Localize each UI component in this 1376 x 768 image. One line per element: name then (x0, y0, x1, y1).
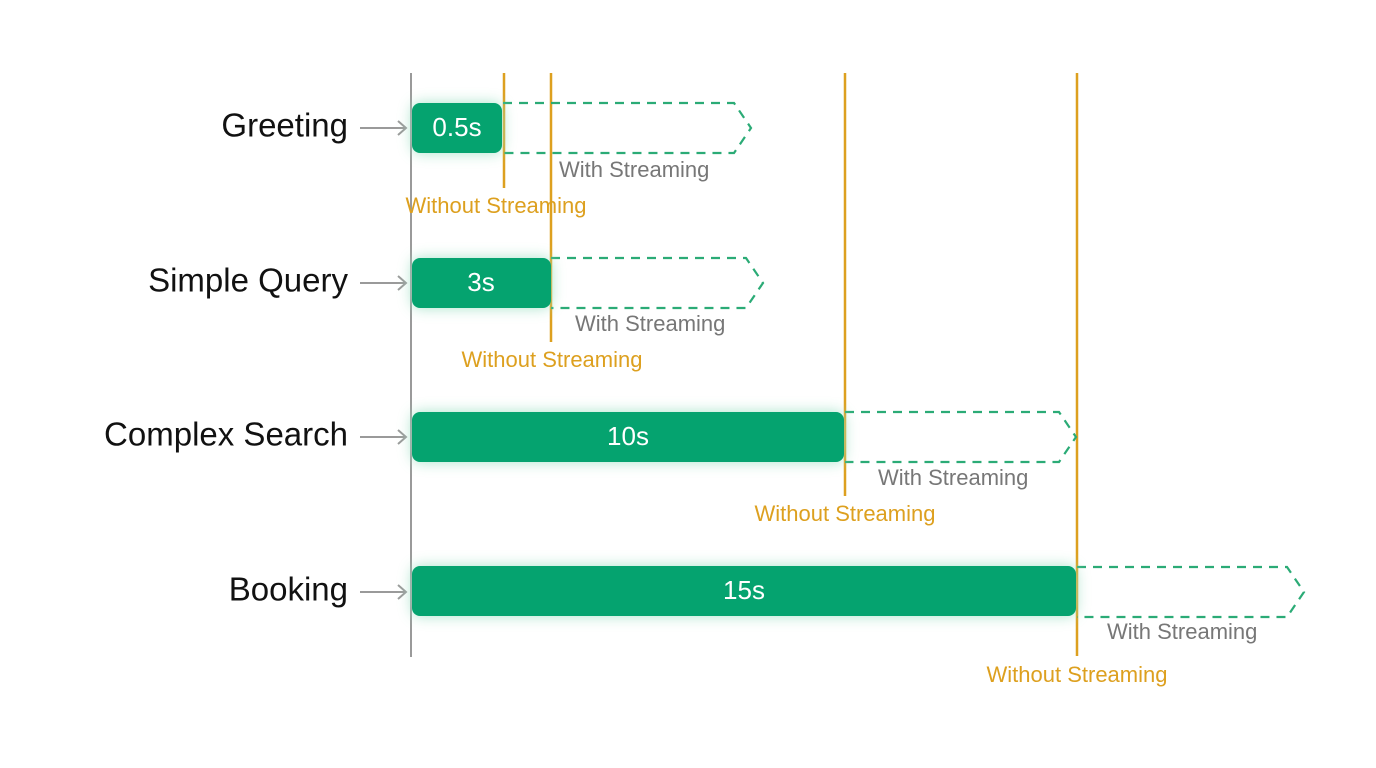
duration-bar (412, 566, 1076, 616)
without-streaming-label: Without Streaming (987, 662, 1168, 687)
row-simple-query: Simple Query 3s With Streaming Without S… (148, 256, 765, 372)
with-streaming-label: With Streaming (575, 311, 725, 336)
arrow-icon (360, 584, 408, 600)
bar-value: 0.5s (432, 112, 481, 142)
with-streaming-label: With Streaming (1107, 619, 1257, 644)
bar-value: 3s (467, 267, 494, 297)
row-label: Simple Query (148, 262, 348, 299)
bar-value: 15s (723, 575, 765, 605)
duration-bar (412, 103, 502, 153)
without-streaming-label: Without Streaming (406, 193, 587, 218)
marker-lines (502, 73, 1079, 656)
arrow-icon (360, 275, 408, 291)
row-greeting: Greeting 0.5s With Streaming Without Str… (221, 101, 753, 218)
row-label: Greeting (221, 107, 348, 144)
with-streaming-label: With Streaming (878, 465, 1028, 490)
arrow-icon (360, 120, 408, 136)
streaming-dashed-outline (551, 256, 765, 310)
arrow-icon (360, 429, 408, 445)
streaming-dashed-outline (503, 101, 753, 155)
row-complex-search: Complex Search 10s With Streaming Withou… (104, 410, 1078, 526)
duration-bar (412, 412, 844, 462)
without-streaming-label: Without Streaming (462, 347, 643, 372)
row-booking: Booking 15s With Streaming Without Strea… (229, 565, 1306, 687)
bar-value: 10s (607, 421, 649, 451)
streaming-dashed-outline (1077, 565, 1306, 619)
with-streaming-label: With Streaming (559, 157, 709, 182)
without-streaming-label: Without Streaming (755, 501, 936, 526)
streaming-dashed-outline (845, 410, 1078, 464)
duration-bar (412, 258, 551, 308)
row-label: Complex Search (104, 416, 348, 453)
row-label: Booking (229, 571, 348, 608)
